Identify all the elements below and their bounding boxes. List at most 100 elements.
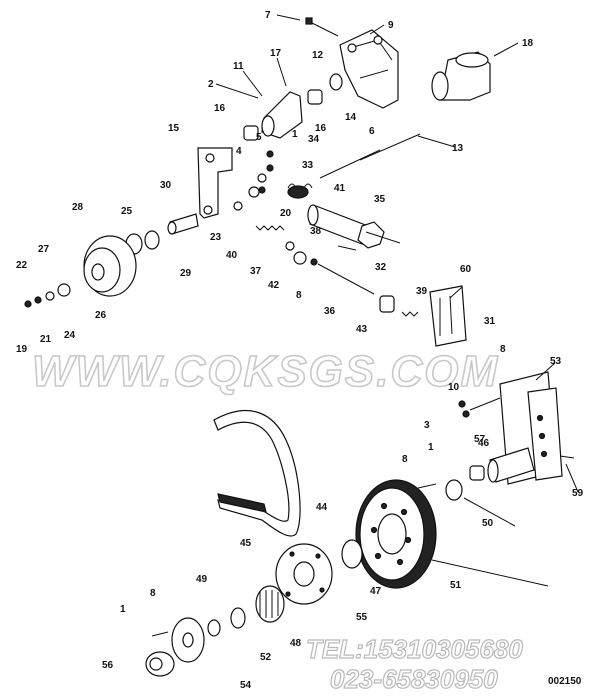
callout-8c: 8 (402, 454, 408, 465)
callout-39: 39 (416, 286, 428, 297)
callout-57: 57 (474, 434, 486, 445)
figure-code: 002150 (548, 676, 582, 687)
callout-34: 34 (308, 134, 320, 145)
callout-14: 14 (345, 112, 357, 123)
callout-17: 17 (270, 48, 282, 59)
callout-33: 33 (302, 160, 314, 171)
callout-25: 25 (121, 206, 133, 217)
elbow-part-18 (431, 51, 491, 101)
callout-1a: 1 (292, 129, 298, 140)
spacer-part-16a (307, 89, 323, 105)
ring-part-50 (445, 479, 463, 501)
shaft-part-30 (167, 213, 199, 235)
idler-pulley-part-28 (83, 235, 137, 297)
callout-50: 50 (482, 518, 494, 529)
callout-2: 2 (208, 79, 214, 90)
callout-42: 42 (268, 280, 280, 291)
callout-27: 27 (38, 244, 50, 255)
callout-13: 13 (452, 143, 464, 154)
callout-26: 26 (95, 310, 107, 321)
callout-41: 41 (334, 183, 346, 194)
callout-60: 60 (460, 264, 472, 275)
stud-part-40 (255, 225, 285, 231)
callout-28: 28 (72, 202, 84, 213)
contact-phone: 023-65830950 (330, 664, 498, 694)
watermark: WWW.CQKSGS.COM (32, 347, 499, 396)
spacer-part-43 (379, 295, 395, 313)
callout-46: 46 (478, 438, 490, 449)
callout-10: 10 (448, 382, 460, 393)
rod-part-13 (359, 133, 421, 161)
callout-55: 55 (356, 612, 368, 623)
bracket-part-53 (499, 371, 563, 485)
callout-1b: 1 (428, 442, 434, 453)
bushing-part-29 (144, 230, 160, 250)
plate-part-60 (429, 285, 467, 347)
callout-24: 24 (64, 330, 76, 341)
bearing-part-42 (293, 251, 307, 265)
cap-part-56 (145, 651, 175, 677)
callout-59: 59 (572, 488, 584, 499)
callout-6: 6 (369, 126, 375, 137)
rod-part-36 (317, 263, 375, 295)
leader-lines (215, 14, 579, 587)
ring-part-47 (341, 539, 363, 569)
contact-tel: TEL:15310305680 (306, 634, 523, 664)
washer-part-12 (329, 73, 343, 91)
callout-35: 35 (374, 194, 386, 205)
callout-43: 43 (356, 324, 368, 335)
drive-belt (213, 409, 301, 537)
bolt-part-7 (305, 17, 339, 37)
callout-16a: 16 (214, 103, 226, 114)
callout-15: 15 (168, 123, 180, 134)
callout-21: 21 (40, 334, 52, 345)
crankshaft-pulley-part-51 (355, 479, 437, 589)
callout-51: 51 (450, 580, 462, 591)
callout-38: 38 (310, 226, 322, 237)
callout-49: 49 (196, 574, 208, 585)
callout-36: 36 (324, 306, 336, 317)
callout-labels: 7 9 18 11 17 12 2 16 16 14 6 15 1 34 13 … (16, 10, 584, 691)
callout-32: 32 (375, 262, 387, 273)
callout-8a: 8 (296, 290, 302, 301)
spring-part-41 (287, 183, 313, 199)
callout-20: 20 (280, 208, 292, 219)
washers-parts-34-33-20 (248, 150, 274, 198)
callout-31: 31 (484, 316, 496, 327)
washer-part-52 (230, 607, 246, 629)
callout-4: 4 (236, 146, 242, 157)
callout-23: 23 (210, 232, 222, 243)
callout-16b: 16 (315, 123, 327, 134)
callout-8b: 8 (500, 344, 506, 355)
tube-part-35 (307, 204, 385, 249)
shaft-part-46 (469, 447, 535, 483)
callout-30: 30 (160, 180, 172, 191)
callout-53: 53 (550, 356, 562, 367)
hub-part-55 (275, 543, 333, 605)
callout-7: 7 (265, 10, 271, 21)
parts-drawing (24, 17, 575, 677)
flange-part-54 (171, 617, 205, 663)
callout-48: 48 (290, 638, 302, 649)
callout-9: 9 (388, 20, 394, 31)
callout-8d: 8 (150, 588, 156, 599)
bracket-part-9 (339, 29, 399, 109)
callout-22: 22 (16, 260, 28, 271)
callout-1c: 1 (120, 604, 126, 615)
arm-part-15 (197, 147, 233, 219)
callout-40: 40 (226, 250, 238, 261)
callout-5: 5 (256, 132, 262, 143)
callout-52: 52 (260, 652, 272, 663)
callout-12: 12 (312, 50, 324, 61)
callout-11: 11 (233, 61, 244, 72)
spacer-part-16b (243, 125, 259, 141)
callout-37: 37 (250, 266, 262, 277)
callout-56: 56 (102, 660, 114, 671)
callout-18: 18 (522, 38, 534, 49)
callout-45: 45 (240, 538, 252, 549)
callout-29: 29 (180, 268, 192, 279)
callout-47: 47 (370, 586, 382, 597)
callout-44: 44 (316, 502, 328, 513)
callout-19: 19 (16, 344, 28, 355)
